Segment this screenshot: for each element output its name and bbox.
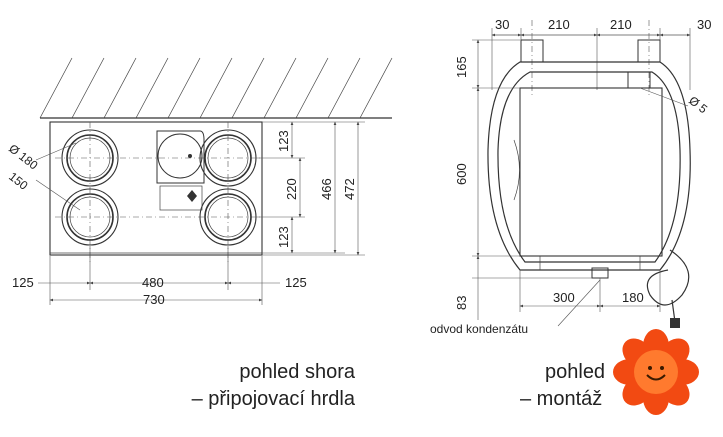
top-view-caption-line1: pohled shora — [239, 361, 356, 383]
dim-top-210-right: 210 — [610, 17, 632, 32]
dim-top-30-left: 30 — [495, 17, 509, 32]
dim-top-to-center: 123 — [276, 130, 291, 152]
unit-body-top — [49, 121, 263, 256]
front-view-caption-line1: pohled — [545, 361, 605, 383]
dim-bottom-300: 300 — [553, 290, 575, 305]
wall-hatching — [39, 57, 393, 119]
dim-top-30-right: 30 — [697, 17, 711, 32]
top-view: Ø 180 150 125 480 125 730 — [6, 57, 393, 410]
unit-housing-front — [487, 61, 691, 279]
control-panel — [156, 130, 205, 211]
spigot-top-left — [61, 129, 119, 187]
dim-left-offset: 125 — [12, 275, 34, 290]
dim-left-165: 165 — [454, 56, 469, 78]
power-cable — [646, 249, 690, 328]
dim-bottom-180: 180 — [622, 290, 644, 305]
dim-top-210-left: 210 — [548, 17, 570, 32]
dim-diameter-outer: Ø 180 — [6, 141, 41, 172]
drain-label: odvod kondenzátu — [430, 322, 528, 336]
front-view-caption-line2: – montáž — [520, 388, 602, 410]
front-spigots — [520, 20, 661, 95]
dim-width: 730 — [143, 292, 165, 307]
spigot-bottom-left — [61, 188, 119, 246]
dim-right-offset: 125 — [285, 275, 307, 290]
dim-left-600: 600 — [454, 163, 469, 185]
dim-diameter-inner: 150 — [6, 169, 31, 193]
spigot-bottom-right — [199, 188, 257, 246]
dim-depth-total: 472 — [342, 178, 357, 200]
dim-hole-diameter: Ø 5 — [686, 93, 710, 116]
dim-spacing: 480 — [142, 275, 164, 290]
dim-bottom-to-center: 123 — [276, 226, 291, 248]
dim-depth-inner: 466 — [319, 178, 334, 200]
dim-left-83: 83 — [454, 296, 469, 310]
dim-center-to-center: 220 — [284, 178, 299, 200]
smiling-flower-icon — [613, 329, 699, 415]
top-view-caption-line2: – připojovací hrdla — [192, 388, 356, 410]
